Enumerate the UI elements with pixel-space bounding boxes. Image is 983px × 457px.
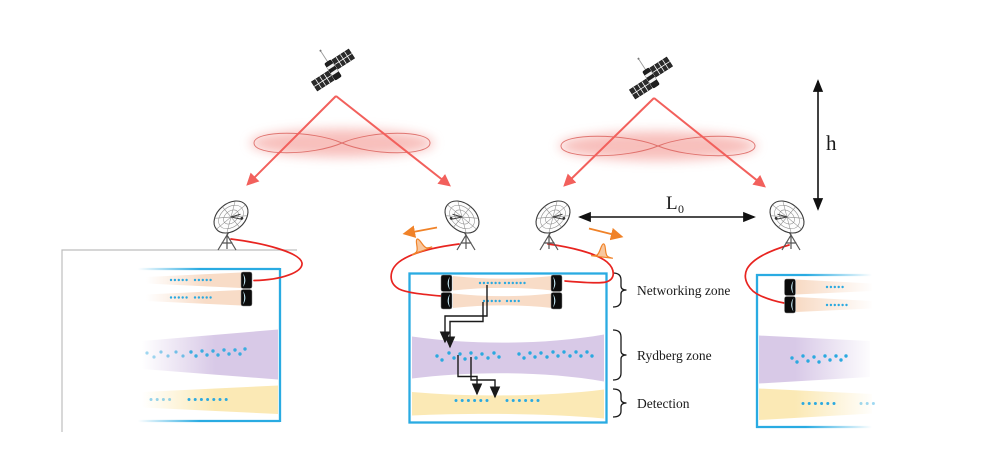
detection-zone-band <box>142 385 278 414</box>
baseline-label-sub: 0 <box>678 202 684 216</box>
optical-fiber <box>547 243 615 284</box>
networking-zone-band <box>146 272 241 288</box>
station-box-right <box>755 273 878 429</box>
satellite-icon-right <box>616 43 678 101</box>
ground-dish-icon-mid-right <box>529 193 577 251</box>
zone-brace <box>612 272 627 308</box>
cavity-mirror-icon <box>440 274 453 292</box>
optical-fibers <box>230 238 790 304</box>
networking-zone-band <box>453 276 552 291</box>
photon-pulse <box>411 238 433 256</box>
optical-fiber <box>390 243 460 297</box>
station-box-left <box>138 267 282 423</box>
state-transfer-arrows <box>439 285 501 399</box>
ground-dish-icon-far-right <box>763 193 811 251</box>
rydberg-zone-band <box>412 334 604 382</box>
dimension-annotations: h L 0 <box>578 79 837 223</box>
downlink-beams <box>246 95 766 188</box>
phase-glow-left <box>250 129 434 157</box>
atom-dots <box>790 354 848 364</box>
photon-pulse <box>591 243 614 259</box>
zone-annotations: Networking zone Rydberg zone Detection <box>612 272 730 418</box>
atom-dots <box>825 285 850 307</box>
optical-fiber <box>744 244 790 304</box>
zone-brace <box>612 329 627 381</box>
pulse-direction-arrow-right <box>588 227 624 241</box>
rydberg-zone-band <box>759 335 870 384</box>
cavity-mirror-icon <box>550 292 563 310</box>
height-label: h <box>826 131 837 155</box>
zone-brace <box>612 388 627 418</box>
phase-glow-right <box>559 131 757 161</box>
photon-pulses <box>402 225 624 259</box>
cavity-mirror-icon <box>784 278 796 296</box>
atom-dots <box>145 347 247 359</box>
atom-dots <box>435 350 594 362</box>
cavity-mirror-icon <box>240 289 253 307</box>
rydberg-zone-band <box>142 329 278 380</box>
cavity-mirror-icon <box>440 292 453 310</box>
atom-dots <box>169 278 216 299</box>
cavity-mirror-icon <box>784 296 796 314</box>
cavity-mirror-icon <box>240 271 253 289</box>
baseline-label: L <box>666 193 678 214</box>
optical-fiber <box>230 238 303 282</box>
zone-label-networking: Networking zone <box>637 283 730 298</box>
zone-label-detection: Detection <box>637 396 690 411</box>
ground-dish-icon-mid-left <box>438 193 486 251</box>
satellite-icon-left <box>298 35 360 93</box>
cavity-mirror-icon <box>550 274 563 292</box>
pulse-direction-arrow-left <box>402 225 438 238</box>
zone-label-rydberg: Rydberg zone <box>637 348 712 363</box>
detection-zone-band <box>412 389 604 419</box>
station-box-middle <box>408 272 608 424</box>
